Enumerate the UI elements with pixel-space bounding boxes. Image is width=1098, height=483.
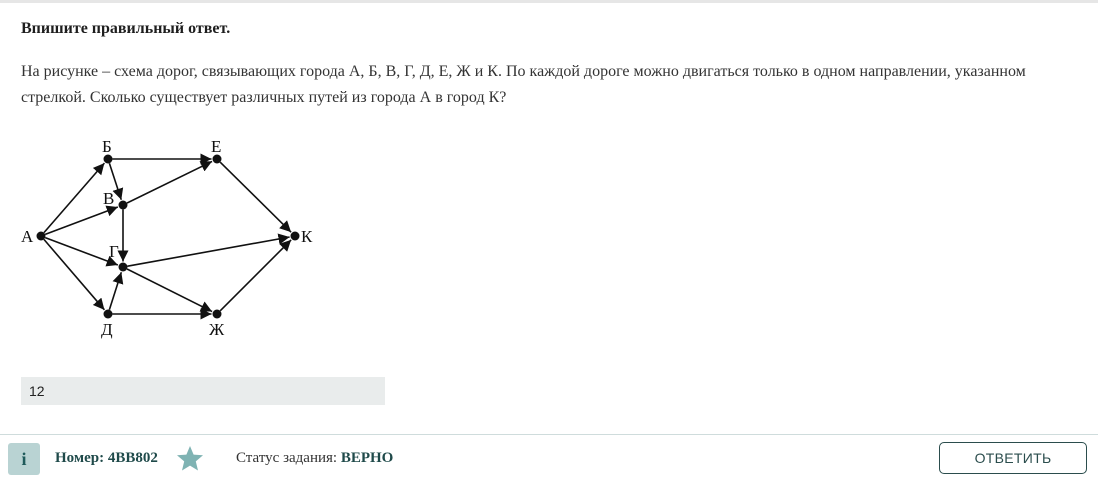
graph-edges (43, 153, 292, 320)
number-value: 4BB802 (107, 450, 158, 466)
node-Ж (212, 309, 222, 319)
edge-Д-Г (108, 271, 124, 310)
node-label: Г (109, 242, 119, 261)
edge-Е-К (219, 161, 292, 233)
node-Е (212, 154, 222, 164)
road-graph: А Б В Г Д Е Ж К (21, 137, 313, 339)
node-label: В (103, 189, 114, 208)
edge-А-Д (43, 238, 106, 311)
node-В (118, 200, 128, 210)
top-divider (0, 0, 1098, 3)
node-label: Е (211, 137, 221, 156)
node-Б (103, 154, 113, 164)
node-label: Ж (209, 320, 225, 339)
node-Д (103, 309, 113, 319)
status-value: ВЕРНО (340, 450, 394, 466)
task-status: Статус задания: ВЕРНО (236, 450, 393, 467)
submit-button[interactable]: ОТВЕТИТЬ (939, 442, 1087, 474)
task-question: На рисунке – схема дорог, связывающих го… (21, 63, 1026, 106)
edge-А-Г (44, 236, 119, 267)
node-label: Б (102, 137, 112, 156)
status-label: Статус задания: (236, 450, 338, 466)
edge-Б-В (108, 163, 124, 201)
node-label: А (21, 227, 34, 246)
task-footer: i Номер: 4BB802 Статус задания: ВЕРНО ОТ… (0, 434, 1098, 483)
star-icon[interactable] (176, 445, 204, 471)
number-label: Номер: (55, 450, 105, 466)
answer-field[interactable]: 12 (21, 377, 385, 405)
node-А (36, 231, 46, 241)
edge-В-Е (126, 160, 213, 204)
node-Г (118, 262, 128, 272)
edge-Г-К (127, 233, 290, 267)
edge-Г-Ж (126, 268, 213, 313)
edge-А-В (44, 205, 119, 236)
node-К (290, 231, 300, 241)
node-label: К (301, 227, 313, 246)
edge-А-Б (43, 162, 105, 234)
graph-labels: А Б В Г Д Е Ж К (21, 137, 313, 339)
task-number: Номер: 4BB802 (55, 450, 158, 467)
task-instruction: Впишите правильный ответ. (21, 20, 231, 37)
info-button[interactable]: i (8, 443, 40, 475)
graph-nodes (36, 154, 300, 319)
edge-Ж-К (219, 239, 292, 312)
node-label: Д (101, 320, 113, 339)
